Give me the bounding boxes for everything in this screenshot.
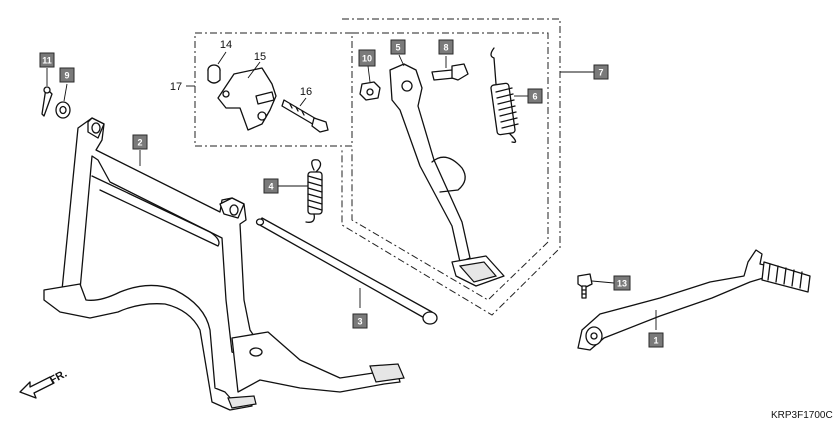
part-badge-4: 4 — [263, 178, 279, 194]
svg-text:4: 4 — [268, 182, 273, 192]
callout-15: 15 — [254, 51, 266, 63]
part-badge-10: 10 — [358, 49, 376, 67]
part-badge-8: 8 — [438, 39, 454, 55]
svg-text:6: 6 — [532, 92, 537, 102]
part-badge-5: 5 — [390, 39, 406, 55]
callout-14: 14 — [220, 39, 232, 51]
svg-text:7: 7 — [598, 68, 603, 78]
kick-starter-arm — [577, 249, 811, 351]
front-direction-arrow — [19, 376, 55, 399]
leader-lines — [46, 51, 657, 330]
side-stand-spring — [490, 47, 519, 143]
part-badge-13: 13 — [613, 275, 631, 291]
side-stand-bolt — [431, 63, 469, 81]
part-badge-11: 11 — [39, 52, 55, 68]
part-badge-6: 6 — [527, 88, 543, 104]
svg-text:9: 9 — [64, 71, 69, 81]
part-badge-7: 7 — [593, 64, 609, 80]
group-outline-7-inner — [351, 32, 549, 301]
side-stand-nut — [359, 81, 381, 101]
main-stand — [43, 117, 405, 411]
kick-arm-bolt — [577, 273, 593, 299]
cotter-pin — [41, 86, 53, 117]
part-badge-2: 2 — [132, 134, 148, 150]
svg-text:13: 13 — [617, 279, 627, 289]
group-outline-7 — [341, 18, 561, 316]
svg-text:11: 11 — [42, 56, 52, 66]
svg-text:2: 2 — [137, 138, 142, 148]
svg-text:8: 8 — [443, 43, 448, 53]
part-badge-3: 3 — [352, 313, 368, 329]
front-direction-label: FR. — [48, 368, 69, 387]
main-stand-spring — [305, 159, 323, 223]
part-badge-1: 1 — [648, 332, 664, 348]
part-badge-9: 9 — [59, 67, 75, 83]
side-stand-bracket — [207, 64, 277, 131]
svg-text:10: 10 — [362, 54, 372, 64]
svg-text:5: 5 — [395, 43, 400, 53]
callout-16: 16 — [300, 86, 312, 98]
callout-17: 17 — [170, 81, 182, 93]
svg-text:3: 3 — [357, 317, 362, 327]
diagram-code: KRP3F1700C — [771, 410, 833, 421]
side-stand — [389, 63, 505, 287]
bracket-bolt — [281, 99, 329, 133]
washer — [55, 101, 71, 119]
svg-text:1: 1 — [653, 336, 658, 346]
pivot-shaft — [255, 217, 438, 325]
